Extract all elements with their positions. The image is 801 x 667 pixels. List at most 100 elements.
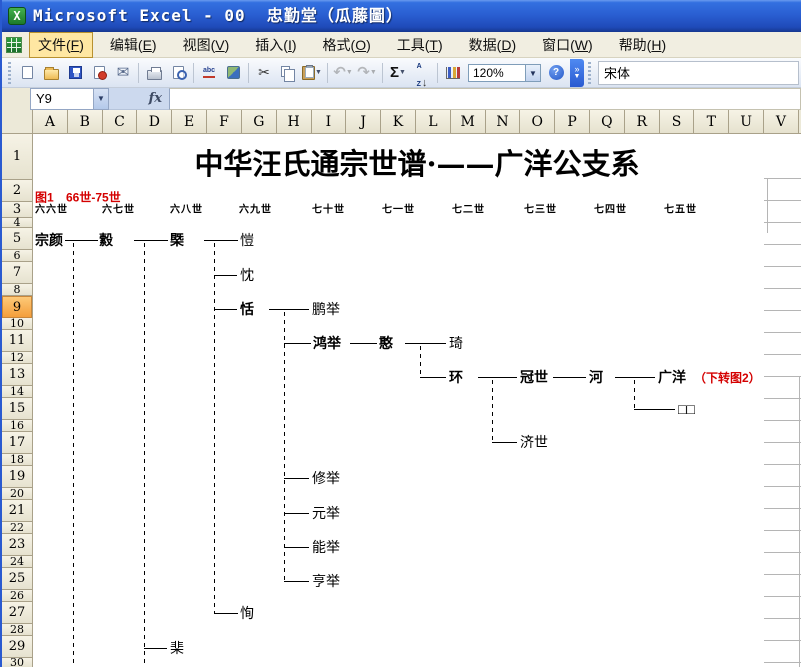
column-header-C[interactable]: C — [102, 110, 138, 133]
spelling-check-button[interactable]: abc — [197, 61, 221, 85]
insert-function-icon[interactable]: fx — [148, 91, 162, 106]
row-header-7[interactable]: 7 — [2, 262, 32, 284]
zoom-value[interactable]: 120% — [468, 63, 526, 82]
row-header-1[interactable]: 1 — [2, 134, 32, 180]
column-header-F[interactable]: F — [207, 110, 242, 133]
row-header-18[interactable]: 18 — [2, 453, 32, 466]
title-bar[interactable]: X Microsoft Excel - 00 忠勤堂（瓜藤圖） — [2, 0, 801, 32]
redo-button[interactable]: ▼ — [355, 61, 379, 85]
row-header-30[interactable]: 30 — [2, 656, 32, 667]
formula-input[interactable] — [169, 88, 801, 110]
toolbar-grip[interactable] — [8, 61, 11, 84]
column-header-E[interactable]: E — [172, 110, 208, 133]
row-header-11[interactable]: 11 — [2, 330, 32, 352]
row-header-22[interactable]: 22 — [2, 521, 32, 534]
research-button[interactable] — [221, 61, 245, 85]
row-header-13[interactable]: 13 — [2, 364, 32, 386]
menu-item-view[interactable]: 视图(V) — [182, 36, 230, 53]
column-header-V[interactable]: V — [764, 110, 799, 133]
undo-dropdown-icon[interactable]: ▼ — [345, 69, 353, 76]
row-header-5[interactable]: 5 — [2, 228, 32, 250]
row-header-8[interactable]: 8 — [2, 283, 32, 296]
save-button[interactable] — [63, 61, 87, 85]
row-header-10[interactable]: 10 — [2, 317, 32, 330]
redo-dropdown-icon[interactable]: ▼ — [369, 69, 377, 76]
row-header-15[interactable]: 15 — [2, 398, 32, 420]
row-header-6[interactable]: 6 — [2, 249, 32, 262]
column-header-I[interactable]: I — [311, 110, 347, 133]
row-header-9[interactable]: 9 — [2, 296, 32, 318]
column-header-L[interactable]: L — [415, 110, 451, 133]
paste-clipboard-button[interactable]: ▼ — [300, 61, 324, 85]
row-header-25[interactable]: 25 — [2, 568, 32, 590]
column-header-H[interactable]: H — [276, 110, 312, 133]
row-header-12[interactable]: 12 — [2, 351, 32, 364]
mail-button[interactable] — [111, 61, 135, 85]
person-name: 憨 — [379, 335, 393, 351]
menu-item-window[interactable]: 窗口(W) — [542, 36, 593, 53]
sheet-canvas[interactable]: 中华汪氏通宗世谱·——广洋公支系 图1 66世-75世 六六世六七世六八世六九世… — [33, 134, 801, 667]
row-header-28[interactable]: 28 — [2, 623, 32, 636]
column-header-J[interactable]: J — [346, 110, 382, 133]
menu-item-help[interactable]: 帮助(H) — [618, 36, 667, 53]
name-box-dropdown-icon[interactable]: ▼ — [94, 88, 109, 110]
paste-clipboard-dropdown-icon[interactable]: ▼ — [315, 69, 322, 76]
row-header-20[interactable]: 20 — [2, 487, 32, 500]
menu-item-insert[interactable]: 插入(I) — [255, 36, 297, 53]
row-header-24[interactable]: 24 — [2, 555, 32, 568]
row-header-27[interactable]: 27 — [2, 602, 32, 624]
column-header-T[interactable]: T — [694, 110, 730, 133]
font-name-box[interactable]: 宋体 — [598, 60, 799, 85]
column-header-P[interactable]: P — [555, 110, 590, 133]
column-header-U[interactable]: U — [729, 110, 765, 133]
row-header-21[interactable]: 21 — [2, 500, 32, 522]
person-name: 济世 — [520, 434, 548, 450]
column-header-A[interactable]: A — [33, 110, 68, 133]
tree-node: 憨 — [379, 333, 393, 353]
column-header-S[interactable]: S — [659, 110, 695, 133]
chart-wizard-button[interactable] — [441, 61, 465, 85]
menu-item-data[interactable]: 数据(D) — [468, 36, 517, 53]
column-header-O[interactable]: O — [520, 110, 556, 133]
autosum-dropdown-icon[interactable]: ▼ — [399, 69, 406, 76]
row-header-23[interactable]: 23 — [2, 534, 32, 556]
name-box[interactable]: Y9 — [30, 88, 94, 110]
copy-button[interactable] — [276, 61, 300, 85]
generation-range-label: 66世-75世 — [66, 190, 121, 205]
permission-button[interactable] — [87, 61, 111, 85]
row-header-26[interactable]: 26 — [2, 589, 32, 602]
autosum-button[interactable]: ▼ — [386, 61, 410, 85]
toolbar-options-button[interactable]: »▼ — [570, 58, 584, 87]
row-header-17[interactable]: 17 — [2, 432, 32, 454]
column-header-N[interactable]: N — [485, 110, 521, 133]
cut-scissors-button[interactable] — [252, 61, 276, 85]
print-button[interactable] — [142, 61, 166, 85]
print-preview-button[interactable] — [166, 61, 190, 85]
row-header-3[interactable]: 3 — [2, 202, 32, 218]
column-header-Q[interactable]: Q — [590, 110, 625, 133]
zoom-dropdown-icon[interactable]: ▼ — [526, 63, 541, 82]
column-header-K[interactable]: K — [381, 110, 416, 133]
toolbar-grip[interactable] — [588, 61, 591, 84]
column-header-G[interactable]: G — [241, 110, 277, 133]
row-header-19[interactable]: 19 — [2, 466, 32, 488]
undo-button[interactable]: ▼ — [331, 61, 355, 85]
help-button[interactable] — [544, 61, 568, 85]
menu-item-edit[interactable]: 编辑(E) — [109, 36, 157, 53]
row-header-2[interactable]: 2 — [2, 180, 32, 202]
menu-item-file[interactable]: 文件(F) — [29, 31, 93, 58]
row-header-14[interactable]: 14 — [2, 385, 32, 398]
row-header-4[interactable]: 4 — [2, 216, 32, 229]
open-folder-button[interactable] — [39, 61, 63, 85]
column-header-R[interactable]: R — [624, 110, 660, 133]
select-all-corner[interactable] — [2, 110, 33, 134]
menu-item-tools[interactable]: 工具(T) — [396, 36, 443, 53]
column-header-D[interactable]: D — [137, 110, 173, 133]
column-header-B[interactable]: B — [67, 110, 103, 133]
row-header-29[interactable]: 29 — [2, 636, 32, 658]
column-header-M[interactable]: M — [450, 110, 486, 133]
new-document-button[interactable] — [15, 61, 39, 85]
menu-item-format[interactable]: 格式(O) — [322, 36, 371, 53]
row-header-16[interactable]: 16 — [2, 419, 32, 432]
